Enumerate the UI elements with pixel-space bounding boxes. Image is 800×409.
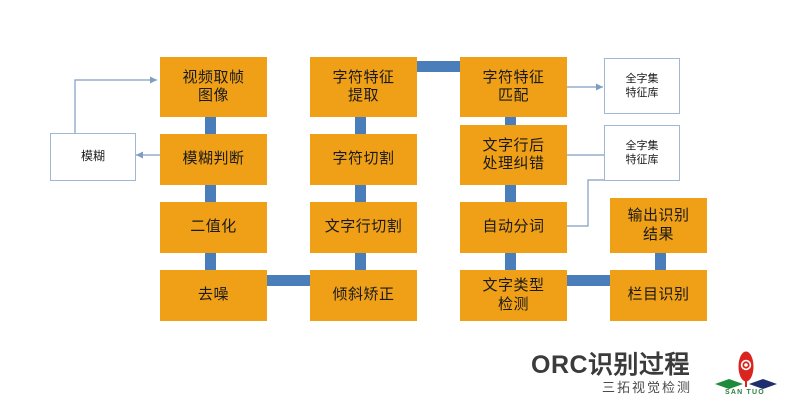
connector-c2-n3-n2 — [355, 185, 366, 202]
connector-c1n4-c2n4 — [267, 275, 317, 286]
node-column-recognition[interactable]: 栏目识别 — [610, 270, 707, 321]
connector-c2n1-c3n1 — [417, 61, 467, 72]
ref-node-charset-db-1[interactable]: 全字集 特征库 — [604, 58, 680, 114]
wire-blur-to-frame — [74, 76, 157, 133]
logo-brand-text: SAN TUO — [725, 389, 765, 396]
ref-node-charset-db-2[interactable]: 全字集 特征库 — [604, 125, 680, 181]
connector-c1-n2-n3 — [205, 185, 216, 202]
logo-wing-left-icon — [715, 379, 743, 389]
logo-wing-right-icon — [749, 379, 777, 389]
node-char-feature-match[interactable]: 字符特征 匹配 — [460, 57, 567, 117]
node-text-line-postprocess[interactable]: 文字行后 处理纠错 — [460, 125, 567, 185]
node-text-type-detection[interactable]: 文字类型 检测 — [460, 270, 567, 321]
diagram-subtitle: 三拓视觉检测 — [602, 380, 693, 395]
ref-node-blur[interactable]: 模糊 — [50, 133, 136, 181]
node-output-result[interactable]: 输出识别 结果 — [610, 198, 707, 253]
logo-pod-icon — [738, 351, 754, 387]
connector-c3n4-c4n2 — [567, 275, 617, 286]
node-text-line-segmentation[interactable]: 文字行切割 — [310, 202, 417, 253]
diagram-title: ORC识别过程 — [531, 351, 691, 379]
connector-c4-n1-n2 — [655, 253, 666, 270]
connector-c2-n2-n1 — [355, 117, 366, 134]
connector-c2-n4-n3 — [355, 253, 366, 270]
node-video-frame-image[interactable]: 视频取帧 图像 — [160, 57, 267, 117]
connector-c1-n1-n2 — [205, 117, 216, 134]
node-skew-correction[interactable]: 倾斜矫正 — [310, 270, 417, 321]
wire-db2-to-segmentation — [567, 179, 606, 227]
node-binarization[interactable]: 二值化 — [160, 202, 267, 253]
node-auto-word-segmentation[interactable]: 自动分词 — [460, 202, 567, 253]
node-blur-judgement[interactable]: 模糊判断 — [160, 134, 267, 185]
node-char-segmentation[interactable]: 字符切割 — [310, 134, 417, 185]
connector-c3-n3-n4 — [505, 253, 516, 270]
node-char-feature-extract[interactable]: 字符特征 提取 — [310, 57, 417, 117]
company-logo: SAN TUO — [713, 349, 779, 397]
connector-c3-n2-n3 — [505, 185, 516, 202]
node-denoise[interactable]: 去噪 — [160, 270, 267, 321]
connector-c1-n3-n4 — [205, 253, 216, 270]
